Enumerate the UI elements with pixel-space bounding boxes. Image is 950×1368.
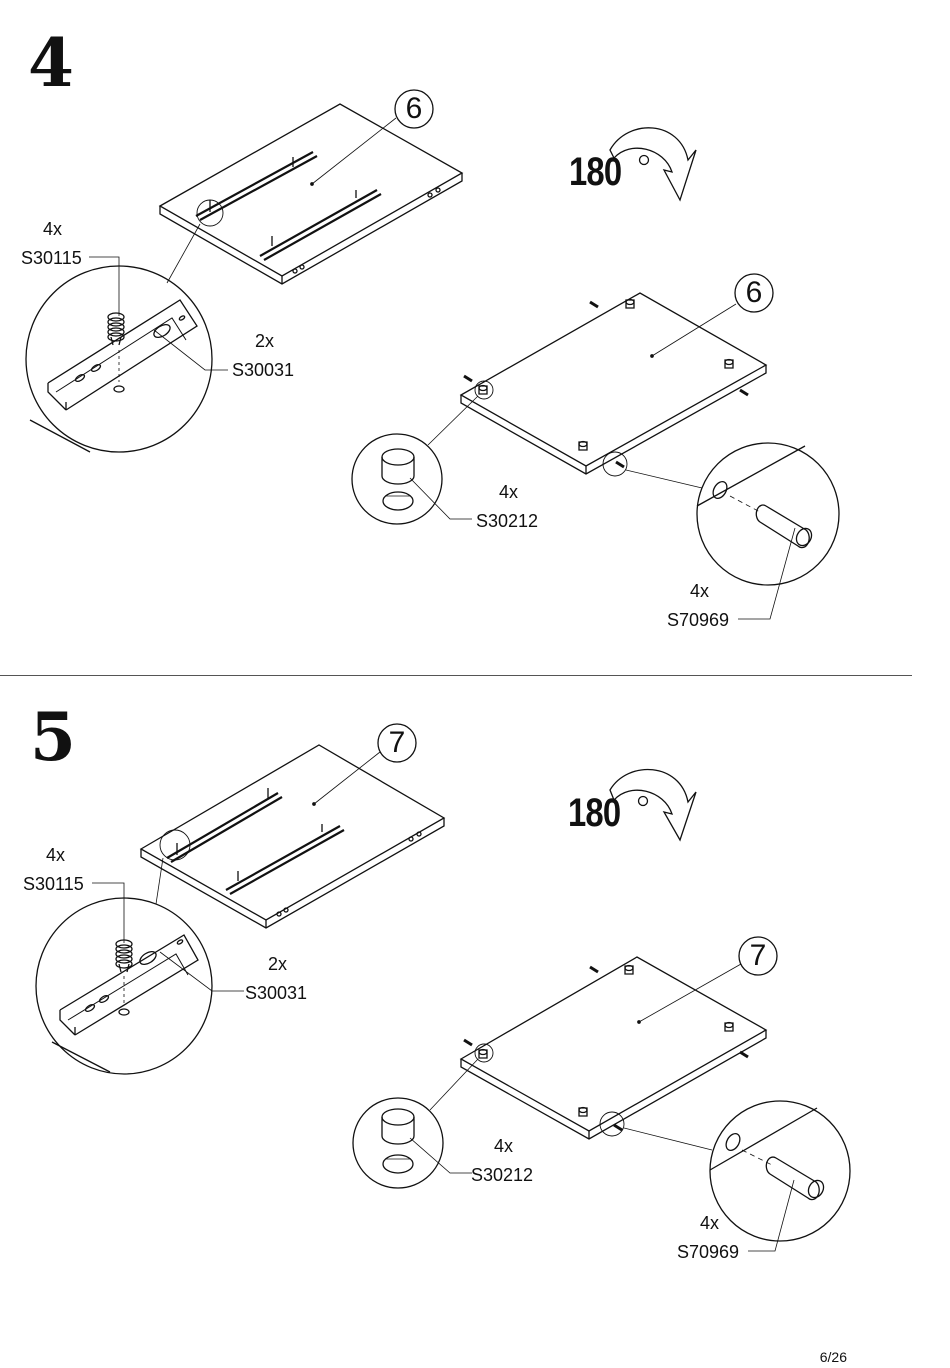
- step5-cam-detail: [353, 1059, 478, 1188]
- step5-drawing: [36, 724, 850, 1251]
- step4-number: 4: [28, 24, 74, 102]
- step5-flipped-balloon-label: 7: [749, 939, 767, 972]
- step4-flipped-panel: [461, 274, 773, 476]
- step5-rail-detail: [36, 830, 244, 1074]
- step4-screw-qty: 4x: [43, 219, 63, 239]
- step5-rail-code: S30031: [245, 983, 308, 1003]
- step5-panel-with-rails: [141, 724, 444, 928]
- step5-cam-code: S30212: [471, 1165, 534, 1185]
- step4-panel-balloon: [395, 90, 433, 128]
- step4-cam-code: S30212: [476, 511, 539, 531]
- step5-rotation-label: 180: [568, 791, 621, 835]
- page-number: 6/26: [819, 1349, 847, 1365]
- step4-rail-qty: 2x: [255, 331, 275, 351]
- step5-number: 5: [30, 698, 76, 776]
- step4-screw-code: S30115: [21, 248, 82, 268]
- step5-panel-balloon-label: 7: [388, 726, 406, 759]
- step4-drawing: [26, 90, 839, 619]
- step-divider: [0, 675, 912, 676]
- step4-rotate-arrow-icon: [610, 128, 696, 200]
- step4-rail-code: S30031: [232, 360, 295, 380]
- step5-rail-qty: 2x: [268, 954, 288, 974]
- step4-rotation-label: 180: [569, 150, 622, 194]
- step5-screw-code: S30115: [23, 874, 84, 894]
- step4-flipped-balloon-label: 6: [745, 276, 763, 309]
- step4-cam-detail: [352, 396, 478, 524]
- step4-panel-balloon-label: 6: [405, 92, 423, 125]
- step5-flipped-panel: [461, 937, 777, 1139]
- step4-panel-with-rails: [160, 90, 462, 284]
- step5-screw-qty: 4x: [46, 845, 66, 865]
- step4-dowel-detail: [626, 443, 839, 619]
- step5-dowel-qty: 4x: [700, 1213, 720, 1233]
- step5-dowel-detail: [624, 1101, 850, 1251]
- step5-panel-balloon: [378, 724, 416, 762]
- step4-cam-qty: 4x: [499, 482, 519, 502]
- step4-dowel-qty: 4x: [690, 581, 710, 601]
- step5-cam-qty: 4x: [494, 1136, 514, 1156]
- step4-rail-detail: [26, 200, 228, 452]
- step5-flipped-balloon: [739, 937, 777, 975]
- step4-dowel-code: S70969: [667, 610, 730, 630]
- step5-dowel-code: S70969: [677, 1242, 740, 1262]
- step4-flipped-balloon: [735, 274, 773, 312]
- step5-rotate-arrow-icon: [610, 769, 696, 840]
